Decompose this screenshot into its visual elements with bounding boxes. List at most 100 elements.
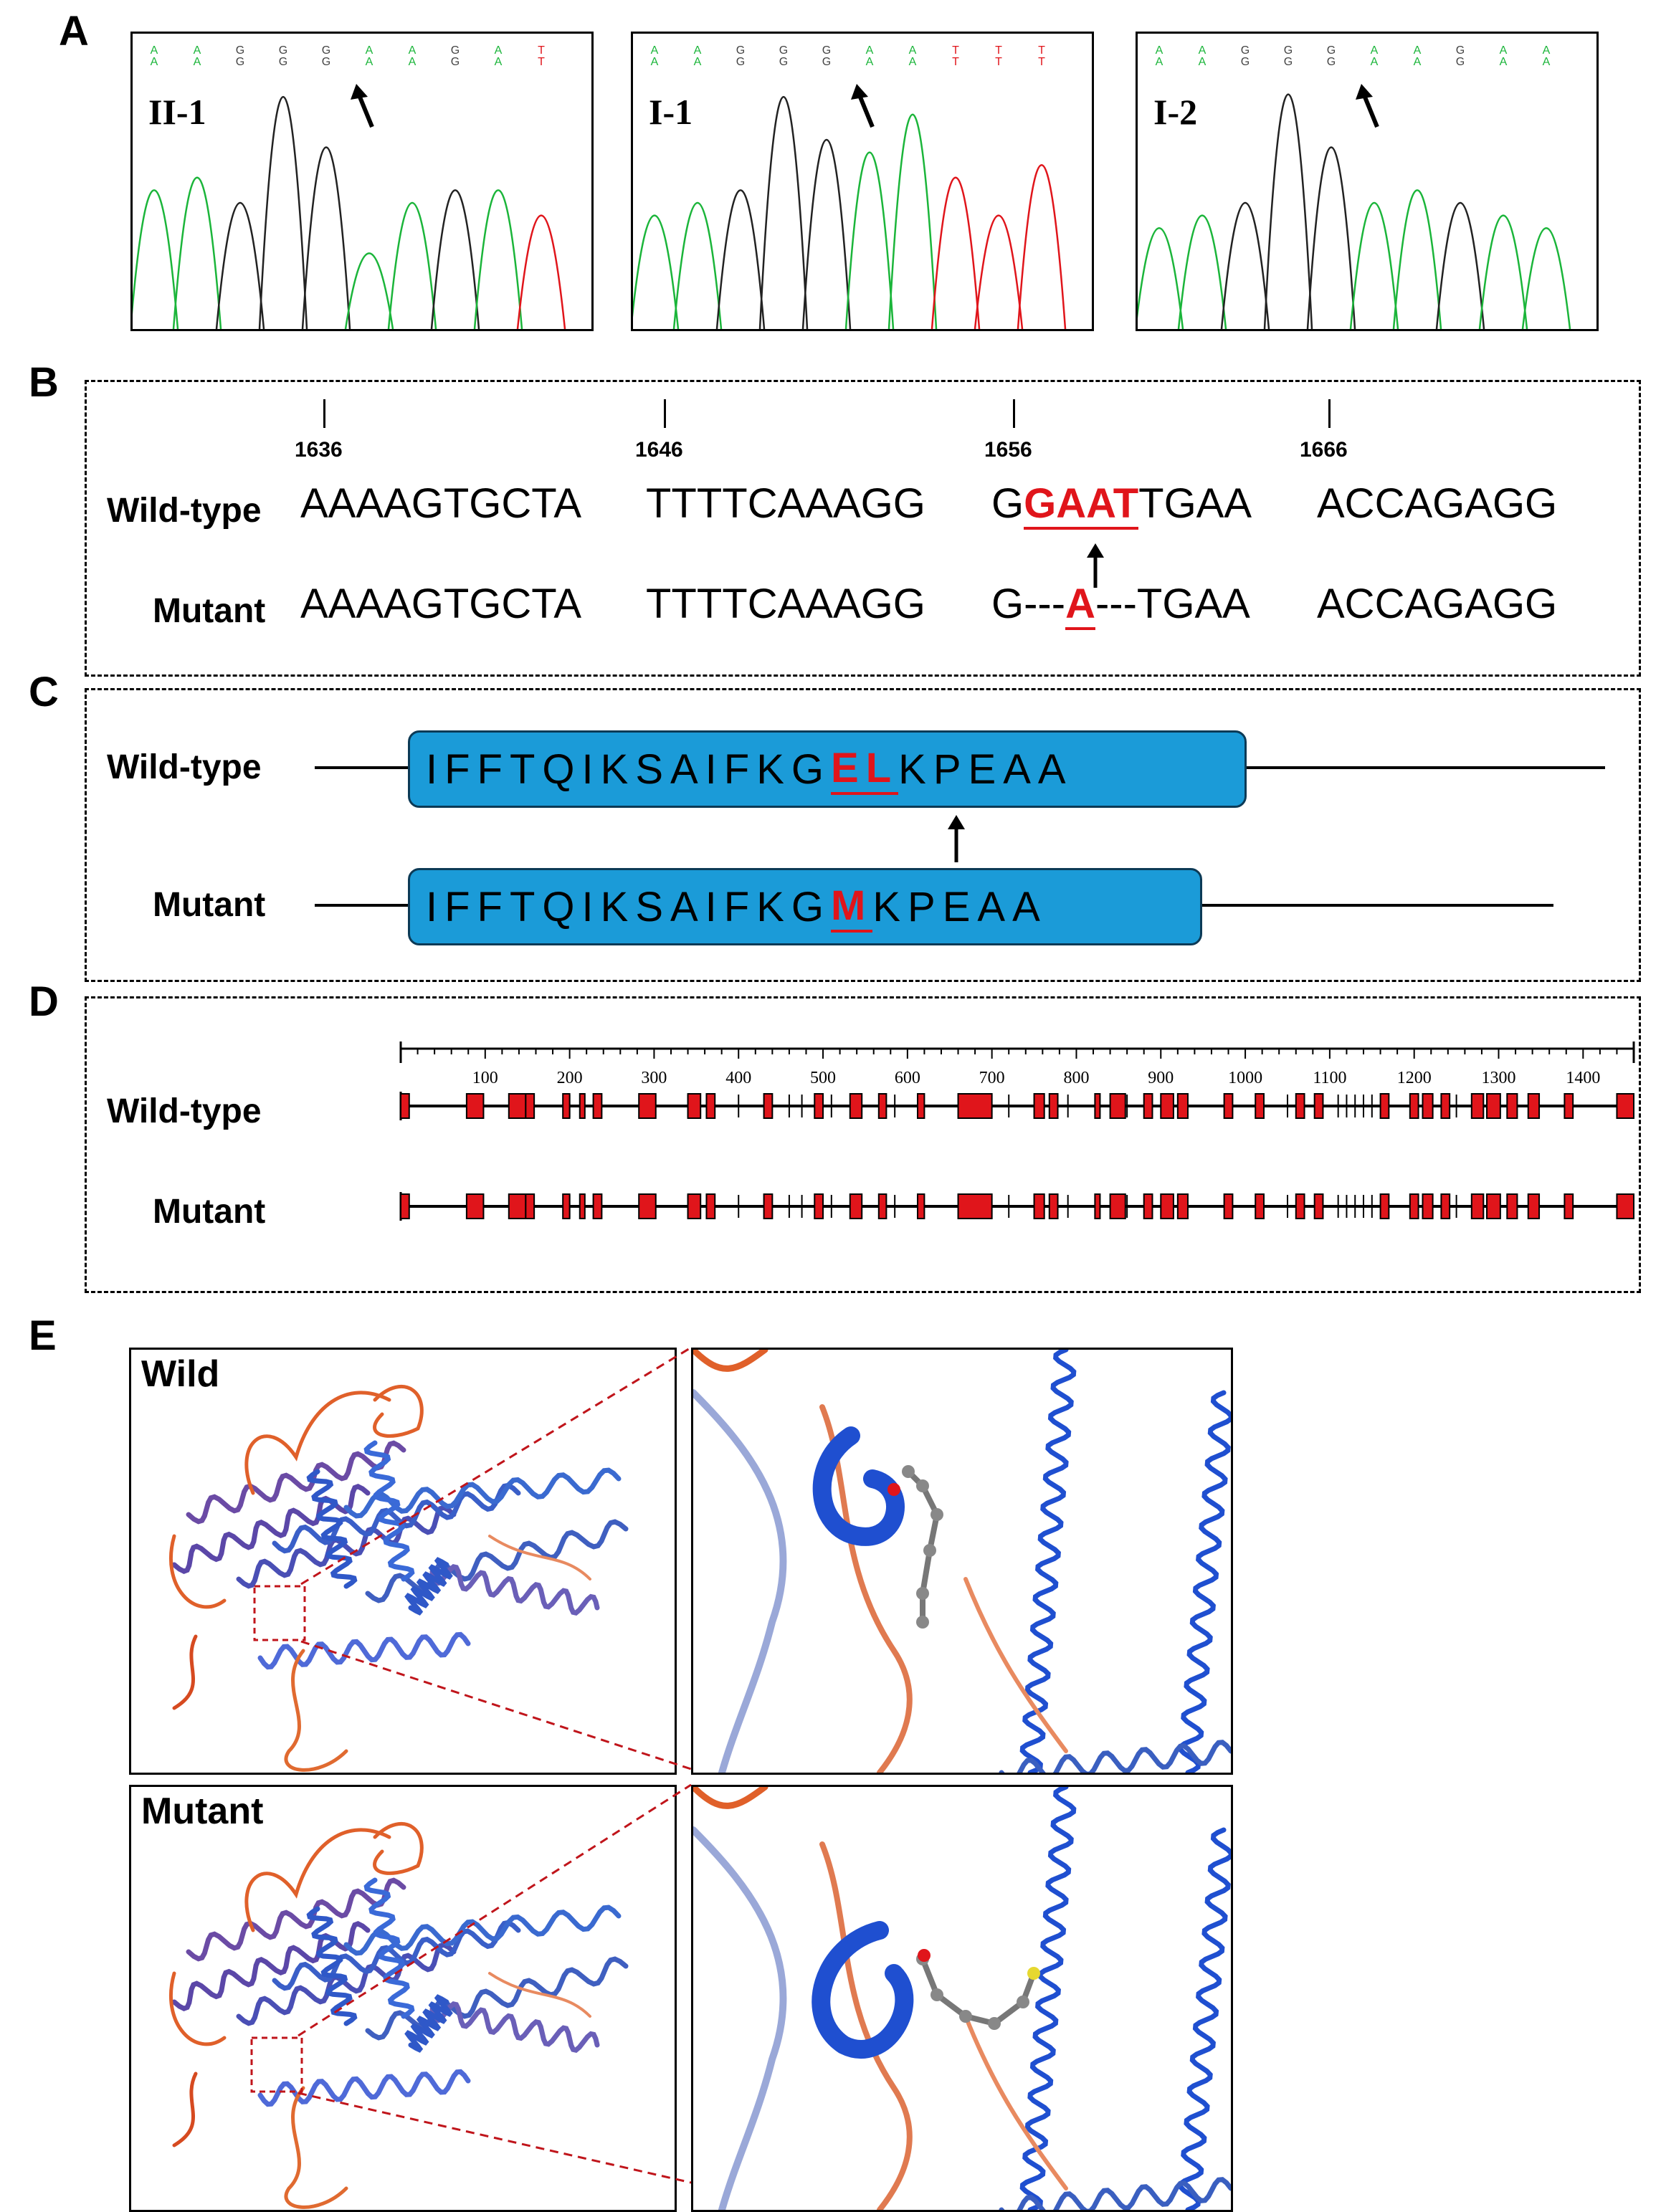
dna-tick-1656: 1656 [984,438,1032,462]
base-call: G [451,56,460,68]
base-call: A [1371,56,1379,68]
domain-tick-label: 300 [641,1069,667,1087]
base-call: A [1500,56,1508,68]
trace-peak [172,176,222,329]
domain-box [1313,1093,1324,1119]
domain-track-wild [399,1092,1634,1120]
domain-box [1409,1193,1419,1219]
domain-box [1379,1193,1390,1219]
base-call: G [279,44,287,57]
domain-box [1109,1193,1126,1219]
base-call: A [151,44,158,57]
domain-box [1094,1193,1101,1219]
domain-box [638,1093,657,1119]
trace-peak [1349,202,1399,329]
base-call: T [952,56,959,68]
trace-peak [1435,202,1485,329]
domain-box [814,1093,824,1119]
base-call: A [1199,56,1207,68]
domain-box [1048,1093,1059,1119]
trace-peak [1392,189,1442,329]
trace-peak [473,189,523,329]
base-call: A [409,44,417,57]
base-call: A [366,44,373,57]
domain-box [916,1093,925,1119]
base-call: A [651,56,659,68]
base-call: A [1543,56,1551,68]
base-call: T [538,56,545,68]
domain-box [705,1093,716,1119]
trace-peak [633,214,680,329]
domain-tick-label: 600 [895,1069,920,1087]
zoom-guide-line [300,1640,692,1770]
coil [373,1385,424,1438]
domain-box [1255,1193,1265,1219]
coil [693,1389,787,1773]
domain-track-mutant [399,1192,1634,1221]
trace-peak [1478,214,1528,329]
domain-box [1143,1193,1153,1219]
domain-box [1486,1093,1501,1119]
trace-peak [672,202,723,329]
domain-box [1422,1093,1434,1119]
base-call: A [651,44,659,57]
domain-tick-label: 900 [1148,1069,1174,1087]
domain-box [1033,1193,1045,1219]
coil [812,1921,914,2059]
dna-mutant-seq-3: G---A---TGAA [991,580,1250,630]
trace-peak [301,146,351,329]
domain-tick-label: 1400 [1566,1069,1600,1087]
domain-box [400,1093,410,1119]
helix [306,1906,358,2026]
domain-tick-label: 100 [472,1069,498,1087]
base-call: G [779,44,788,57]
protein-mutant-label: Mutant [153,886,266,924]
coil [373,1822,424,1875]
chromatogram-sample-label: I-1 [649,92,693,132]
trace-peak [715,189,766,329]
domain-box [465,1093,485,1119]
domain-box [579,1193,586,1219]
domain-tick-label: 1300 [1482,1069,1516,1087]
trace-peak [1017,163,1067,329]
trace-peak [133,189,179,329]
protein-wild-mutation: EL [831,744,899,795]
base-call: G [451,44,460,57]
base-call: A [1543,44,1551,57]
base-call: A [1414,56,1422,68]
coil [168,1534,227,1609]
trace-peak [801,139,852,329]
trace-peak [974,214,1024,329]
domain-box [1564,1193,1574,1219]
base-call: G [1456,56,1465,68]
domain-tick-label: 1000 [1228,1069,1262,1087]
helix [1019,1350,1077,1773]
helix [404,1994,453,2053]
dna-mutant-seq-2: TTTTCAAAGG [646,581,925,627]
domain-box [1616,1093,1634,1119]
trace-peak [758,95,809,329]
domain-box [1440,1193,1451,1219]
domain-box [814,1193,824,1219]
base-call: G [236,44,244,57]
panel-label-c: C [29,669,59,715]
domain-box [877,1093,887,1119]
zoom-guide-line [298,2092,692,2184]
helix [365,1519,629,1603]
helix [257,2069,471,2107]
base-call: G [1241,56,1250,68]
panel-label-e: E [29,1312,57,1359]
domain-box [525,1093,536,1119]
domain-tick-label: 800 [1063,1069,1089,1087]
base-call: G [1456,44,1465,57]
coil [168,1971,227,2046]
domain-box [525,1193,536,1219]
trace-peak [516,214,566,329]
helix [365,1956,629,2041]
domain-box [1470,1093,1485,1119]
domain-box [592,1093,603,1119]
